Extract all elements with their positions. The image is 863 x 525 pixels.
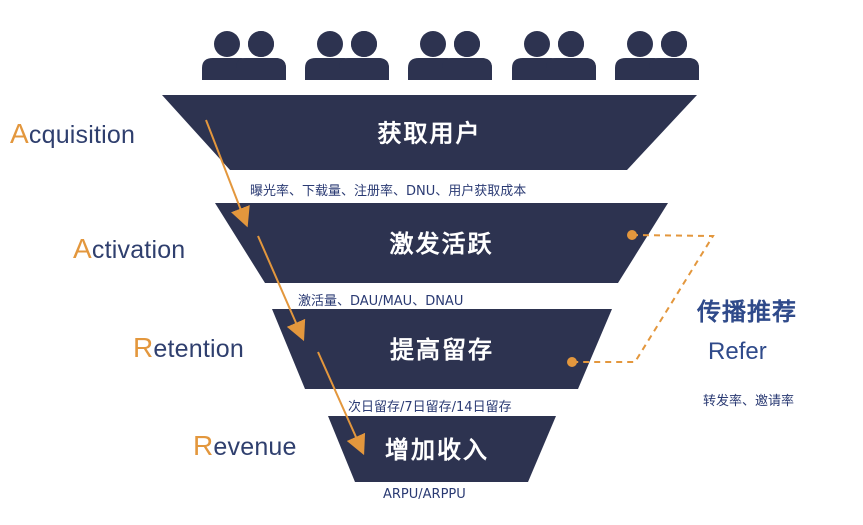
user-group-icon	[615, 29, 699, 80]
funnel-title-0: 获取用户	[378, 120, 482, 148]
user-group-icon	[202, 29, 286, 80]
funnel-title-3: 增加收入	[385, 436, 489, 464]
funnel-layer-3	[328, 416, 556, 482]
refer-dot-0	[627, 230, 637, 240]
funnel-title-1: 激发活跃	[390, 230, 494, 258]
stage-label-retention: Retention	[133, 332, 244, 363]
user-group-icon	[408, 29, 492, 80]
flow-arrow-0	[205, 119, 250, 228]
flow-arrow-2	[317, 351, 366, 456]
refer-label: Refer	[708, 338, 767, 365]
refer-title: 传播推荐	[697, 298, 797, 326]
metric-revenue: ARPU/ARPPU	[383, 487, 466, 502]
funnel-layer-0	[162, 95, 697, 170]
refer-dot-1	[567, 357, 577, 367]
funnel-layer-2	[272, 309, 612, 389]
stage-label-revenue: Revenue	[193, 430, 297, 461]
metric-activation: 激活量、DAU/MAU、DNAU	[298, 294, 464, 309]
stage-label-acquisition: Acquisition	[10, 118, 136, 149]
refer-connector	[572, 234, 715, 363]
funnel-title-2: 提高留存	[390, 336, 494, 364]
flow-arrow-1	[257, 235, 306, 342]
user-group-icon	[305, 29, 389, 80]
refer-metric: 转发率、邀请率	[703, 394, 795, 409]
metric-retention: 次日留存/7日留存/14日留存	[348, 400, 512, 415]
metric-acquisition: 曝光率、下载量、注册率、DNU、用户获取成本	[250, 184, 527, 199]
stage-label-activation: Activation	[73, 233, 186, 264]
funnel-layer-1	[215, 203, 668, 283]
user-group-icon	[512, 29, 596, 80]
